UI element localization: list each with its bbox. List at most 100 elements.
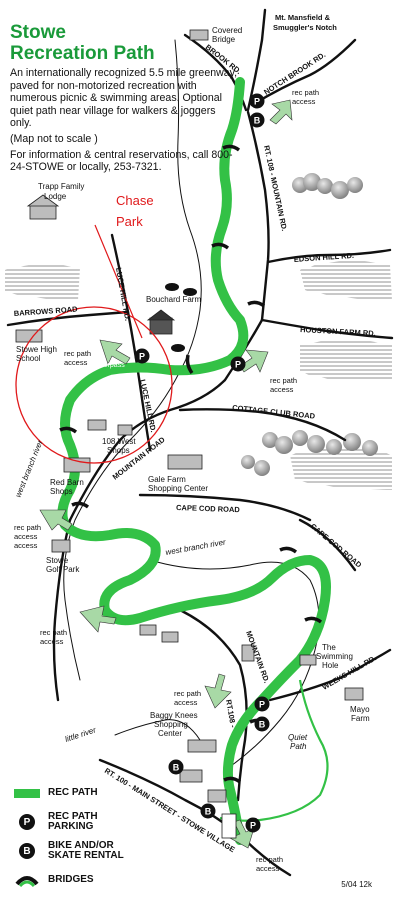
svg-text:P: P	[139, 352, 145, 362]
road-houston-farm	[260, 318, 394, 340]
label-west-branch-river-1: west branch river	[14, 439, 45, 499]
bridge-3	[247, 300, 266, 308]
road-edson-hill	[266, 248, 392, 264]
label-swimming-3: Hole	[322, 661, 339, 670]
access-label-3a: rec path	[270, 376, 297, 385]
label-cape-cod-1: CAPE COD ROAD	[176, 503, 241, 514]
title-line-1: Stowe	[10, 22, 66, 43]
annotation-chase: Chase	[116, 193, 154, 208]
cow-3	[171, 344, 185, 352]
trapp-lodge	[29, 204, 57, 220]
field-mid-right	[290, 447, 392, 490]
river-little	[114, 719, 201, 741]
access-label-7a: rec path	[256, 855, 283, 864]
label-mt-mansfield-1: Mt. Mansfield &	[275, 13, 331, 22]
field-upper-right	[300, 261, 392, 300]
house-mid-2	[161, 631, 179, 643]
village-church	[221, 813, 237, 839]
label-red-barn-2: Shops	[50, 487, 73, 496]
description-scale-note: (Map not to scale )	[10, 132, 98, 145]
access-label-7b: access	[256, 864, 280, 873]
field-right	[300, 340, 392, 382]
map-markers: P B P P P B B P	[134, 93, 270, 833]
access-label-1b: access	[292, 97, 316, 106]
label-quiet-path-2: Path	[290, 742, 307, 751]
house-mid-1	[139, 624, 157, 636]
road-mt-mansfield	[246, 8, 267, 112]
bridge-icon	[14, 870, 40, 890]
golf-park-building	[51, 539, 71, 553]
access-arrow-6	[204, 673, 232, 709]
legend-bridges: BRIDGES	[14, 870, 184, 890]
cows	[165, 283, 197, 352]
legend-parking-label: REC PATH PARKING	[48, 811, 98, 832]
road-cape-cod-2	[298, 518, 357, 572]
label-covered-bridge-1: Covered	[212, 26, 242, 35]
label-108-west-2: Shops	[107, 446, 130, 455]
label-mt-mansfield-2: Smuggler's Notch	[273, 23, 337, 32]
annotation-circle	[15, 306, 173, 464]
svg-text:P: P	[254, 97, 260, 107]
parking-marker-4: P	[254, 696, 270, 712]
annotation-pointer-line	[94, 224, 143, 339]
bridge-6	[71, 501, 90, 509]
label-swimming-2: Swimming	[316, 652, 353, 661]
label-barrows-road: BARROWS ROAD	[14, 305, 79, 318]
village-building-1	[179, 769, 203, 783]
label-stowe-golf-2: Golf Park	[46, 565, 80, 574]
label-108-west-1: 108 West	[102, 437, 136, 446]
bridge-1	[222, 144, 241, 152]
red-barn-building	[63, 457, 91, 473]
label-little-river: little river	[64, 725, 98, 744]
access-arrow-2	[99, 339, 131, 365]
cow-2	[183, 288, 197, 296]
access-label-3b: access	[270, 385, 294, 394]
bike-icon: B	[14, 841, 40, 861]
label-luce-hill-bottom: LUCE HILL RD.	[138, 379, 158, 434]
tree-cluster-2	[262, 430, 378, 456]
church	[241, 644, 255, 662]
label-cottage-club: COTTAGE CLUB ROAD	[232, 403, 316, 421]
tree-clusters	[241, 173, 378, 476]
bridge-2	[211, 242, 230, 250]
road-barrows	[6, 310, 130, 327]
bike-marker-3: B	[168, 759, 184, 775]
barn-roof	[146, 309, 176, 321]
legend-bridges-label: BRIDGES	[48, 874, 94, 885]
legend: REC PATH P REC PATH PARKING B BIKE AND/O…	[14, 783, 184, 899]
legend-parking: P REC PATH PARKING	[14, 812, 184, 832]
parking-marker-1: P	[249, 93, 265, 109]
label-trapp-1: Trapp Family	[38, 182, 84, 191]
access-label-4c: access	[14, 541, 38, 550]
access-labels: rec path access rec path access rec path…	[14, 88, 319, 873]
label-swimming-1: The	[322, 643, 336, 652]
description-intro: An internationally recognized 5.5 mile g…	[10, 67, 238, 130]
legend-rec-path-label: REC PATH	[48, 787, 98, 798]
field-left-hill	[5, 264, 80, 300]
road-cottage-club	[178, 408, 347, 442]
svg-text:P: P	[259, 700, 265, 710]
label-quiet-path-1: Quiet	[288, 733, 308, 742]
road-weeks-hill	[268, 648, 392, 702]
bridge-10	[223, 776, 242, 784]
cow-1	[165, 283, 179, 291]
buildings	[15, 29, 364, 839]
roads	[6, 8, 394, 877]
svg-text:B: B	[254, 116, 261, 126]
legend-rec-path: REC PATH	[14, 783, 184, 803]
trapp-lodge-roof	[26, 194, 60, 207]
access-label-2b: access	[64, 358, 88, 367]
rec-path	[57, 77, 331, 845]
bike-marker-2: B	[254, 716, 270, 732]
gale-farm-building	[167, 454, 203, 470]
fields	[5, 261, 392, 490]
label-stowe-high-1: Stowe High	[16, 345, 57, 354]
svg-text:B: B	[173, 763, 180, 773]
river-west-branch-east	[149, 559, 320, 771]
svg-text:B: B	[205, 807, 212, 817]
label-rt108-lower: RT.108 -	[224, 699, 238, 729]
label-mayo-1: Mayo	[350, 705, 370, 714]
access-label-5b: access	[40, 637, 64, 646]
access-arrow-1	[269, 99, 293, 125]
access-label-6b: access	[174, 698, 198, 707]
